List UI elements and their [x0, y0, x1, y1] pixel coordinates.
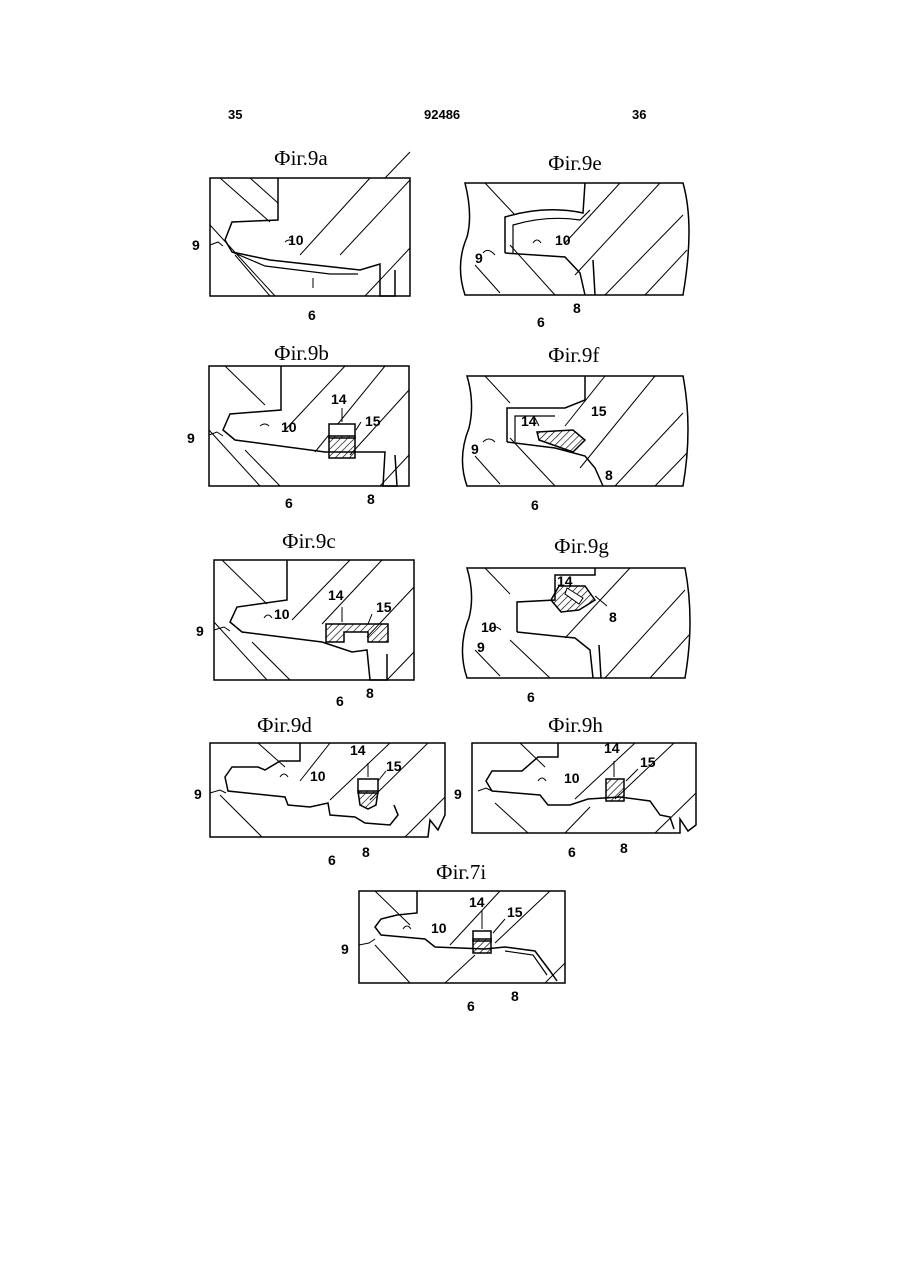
figure-9f-drawing: 9 14 15 6 8 [455, 368, 700, 518]
label-14: 14 [469, 894, 485, 910]
label-6: 6 [537, 314, 545, 330]
label-15: 15 [591, 403, 607, 419]
label-9: 9 [471, 441, 479, 457]
label-9: 9 [341, 941, 349, 957]
label-14: 14 [350, 742, 366, 758]
figure-7i-drawing: 9 10 14 15 6 8 [335, 885, 575, 1015]
label-6: 6 [531, 497, 539, 513]
label-10: 10 [555, 232, 571, 248]
label-8: 8 [573, 300, 581, 316]
label-10: 10 [564, 770, 580, 786]
label-14: 14 [604, 740, 620, 756]
figure-title-9a: Фіг.9а [274, 146, 328, 171]
label-9: 9 [454, 786, 462, 802]
label-8: 8 [605, 467, 613, 483]
label-15: 15 [640, 754, 656, 770]
figure-9g-drawing: 10 9 14 8 6 [455, 560, 700, 715]
label-14: 14 [521, 413, 537, 429]
figure-title-9e: Фіг.9е [548, 151, 602, 176]
label-6: 6 [285, 495, 293, 511]
label-9: 9 [187, 430, 195, 446]
label-8: 8 [366, 685, 374, 701]
label-15: 15 [376, 599, 392, 615]
figure-9d-drawing: 9 10 14 15 6 8 [190, 735, 452, 875]
label-6: 6 [467, 998, 475, 1014]
label-14: 14 [331, 391, 347, 407]
label-14: 14 [557, 573, 573, 589]
figure-title-9f: Фіг.9f [548, 343, 599, 368]
label-15: 15 [507, 904, 523, 920]
label-6: 6 [527, 689, 535, 705]
label-9: 9 [194, 786, 202, 802]
label-8: 8 [609, 609, 617, 625]
label-8: 8 [620, 840, 628, 856]
label-8: 8 [367, 491, 375, 507]
figure-9c-drawing: 9 10 14 15 6 8 [192, 552, 424, 712]
label-14: 14 [328, 587, 344, 603]
label-6: 6 [336, 693, 344, 709]
label-8: 8 [362, 844, 370, 860]
label-9: 9 [192, 237, 200, 253]
label-10: 10 [274, 606, 290, 622]
figure-9e-drawing: 9 10 6 8 [455, 175, 700, 330]
figure-title-7i: Фіг.7і [436, 860, 486, 885]
label-9: 9 [196, 623, 204, 639]
label-6: 6 [568, 844, 576, 860]
figure-9h-drawing: 9 10 14 15 6 8 [450, 735, 702, 875]
figure-title-9c: Фіг.9с [282, 529, 336, 554]
label-6: 6 [308, 307, 316, 323]
page-number-right: 36 [632, 107, 646, 122]
label-10: 10 [481, 619, 497, 635]
figure-title-9g: Фіг.9g [554, 534, 609, 559]
patent-number: 92486 [424, 107, 460, 122]
figure-9b-drawing: 9 10 14 15 6 8 [185, 360, 420, 515]
label-8: 8 [511, 988, 519, 1004]
label-15: 15 [386, 758, 402, 774]
label-9: 9 [475, 250, 483, 266]
label-15: 15 [365, 413, 381, 429]
label-10: 10 [431, 920, 447, 936]
page-number-left: 35 [228, 107, 242, 122]
label-10: 10 [310, 768, 326, 784]
label-9: 9 [477, 639, 485, 655]
figure-9a-drawing: 9 10 6 [190, 170, 420, 330]
label-10: 10 [288, 232, 304, 248]
label-6: 6 [328, 852, 336, 868]
label-10: 10 [281, 419, 297, 435]
